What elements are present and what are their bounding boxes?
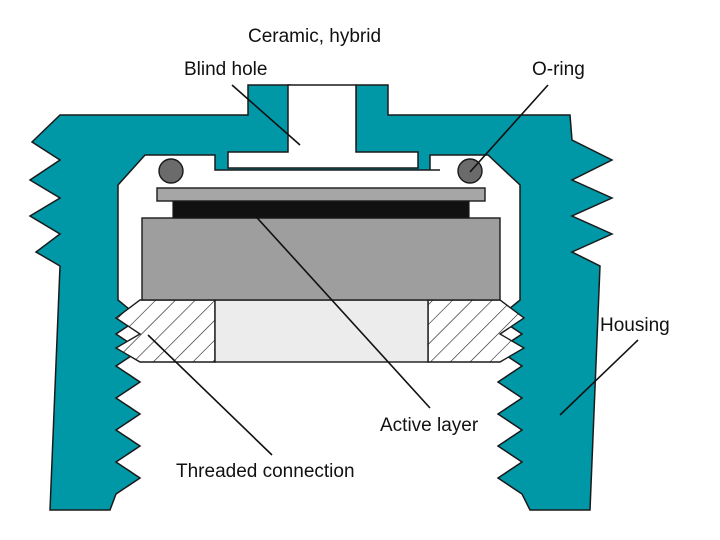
label-ceramic-hybrid: Ceramic, hybrid <box>248 26 381 47</box>
ceramic-diaphragm <box>156 187 486 202</box>
o-ring-left <box>158 158 184 184</box>
label-housing: Housing <box>600 315 670 336</box>
leader-active-layer <box>249 209 431 409</box>
leader-housing <box>559 339 639 416</box>
threaded-connection-right <box>427 299 526 363</box>
housing-outline <box>28 84 614 511</box>
label-active-layer: Active layer <box>380 415 479 436</box>
label-threaded-connection: Threaded connection <box>176 461 355 482</box>
sensor-insert <box>214 299 429 363</box>
leader-threaded-connection <box>147 334 273 456</box>
threaded-connection-left <box>114 299 216 363</box>
leader-blind-hole <box>231 84 301 146</box>
label-blind-hole: Blind hole <box>184 59 267 80</box>
housing-inner-opening <box>227 84 419 169</box>
ceramic-body <box>141 217 501 301</box>
label-o-ring: O-ring <box>532 59 585 80</box>
active-layer-strip <box>172 200 470 219</box>
leader-o-ring <box>469 84 549 173</box>
